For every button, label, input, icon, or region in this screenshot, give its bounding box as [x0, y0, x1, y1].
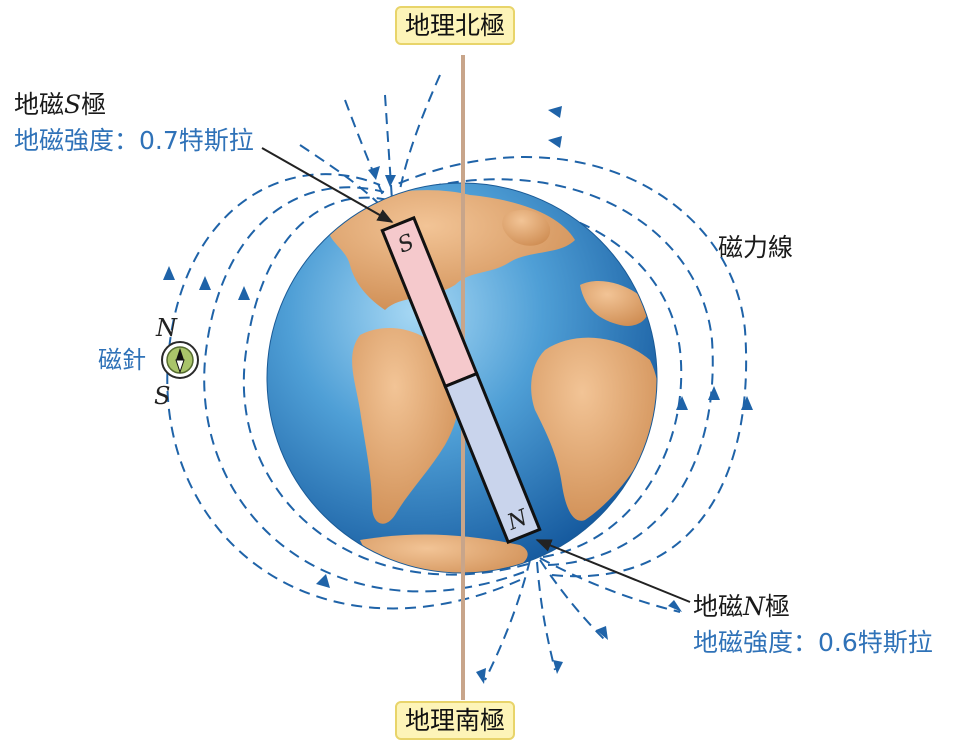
bar-magnet: S N	[380, 215, 542, 545]
field-line-left-3	[203, 186, 525, 593]
arrow-bot-out-b	[553, 660, 563, 674]
field-line-left-2	[242, 196, 529, 576]
field-line-right-3	[394, 156, 748, 578]
compass-south-tip	[175, 359, 185, 374]
magnetic-s-prefix: 地磁	[14, 90, 65, 119]
arrow-bottom-left	[316, 574, 330, 588]
magnetic-s-pole-label: 地磁S極	[14, 92, 106, 117]
field-line-bot-d	[539, 557, 681, 613]
arrow-right-1	[676, 396, 688, 410]
arrow-top-in-b	[385, 175, 396, 187]
arrow-bot-out-c	[596, 626, 608, 640]
compass-label: 磁針	[98, 346, 146, 374]
arrow-top-right	[548, 106, 562, 118]
field-line-top-d	[299, 144, 381, 206]
magnetic-s-suffix: 極	[81, 90, 107, 119]
arrow-bot-out-d	[668, 600, 682, 612]
arrow-top-right-2	[548, 136, 562, 148]
magnetic-n-prefix: 地磁	[693, 592, 744, 621]
arrow-top-in-a	[368, 166, 380, 180]
pointer-to-magnetic-s	[261, 147, 394, 223]
magnetic-n-letter: N	[743, 592, 765, 621]
arrow-bot-out-a	[476, 668, 486, 684]
field-line-bot-a	[484, 559, 531, 681]
compass-south-letter: S	[154, 382, 171, 410]
compass-north-tip	[176, 348, 184, 360]
field-line-arrows	[163, 106, 753, 684]
geographic-south-label: 地理南極	[395, 701, 516, 740]
magnetic-n-pole-label: 地磁N極	[693, 594, 790, 619]
arrow-left-3	[199, 276, 211, 290]
arrow-right-2	[708, 386, 720, 400]
field-lines-label: 磁力線	[718, 233, 794, 262]
arrow-left-2	[238, 286, 250, 300]
landmass-europe	[580, 280, 649, 326]
landmass-africa	[531, 337, 657, 521]
field-line-top-a	[344, 99, 386, 201]
landmass-greenland	[502, 209, 551, 246]
field-line-bot-c	[539, 559, 606, 641]
landmass-south-america	[352, 327, 459, 524]
geographic-north-label: 地理北極	[395, 6, 516, 45]
field-line-top-c	[397, 74, 441, 201]
arrow-left-4	[163, 266, 175, 280]
compass-needle-icon	[161, 341, 199, 379]
field-line-top-b	[384, 94, 393, 201]
field-line-left-4	[166, 173, 521, 610]
pointer-to-magnetic-n	[535, 539, 691, 603]
magnetic-s-strength: 地磁強度：0.7特斯拉	[14, 126, 254, 155]
compass-north-letter: N	[156, 314, 177, 342]
magnet-n-half	[443, 371, 542, 545]
magnetic-s-letter: S	[64, 90, 82, 119]
field-line-bot-b	[536, 561, 556, 671]
magnetic-n-strength: 地磁強度：0.6特斯拉	[693, 628, 933, 657]
arrow-right-3	[741, 396, 753, 410]
magnetic-n-suffix: 極	[764, 592, 790, 621]
